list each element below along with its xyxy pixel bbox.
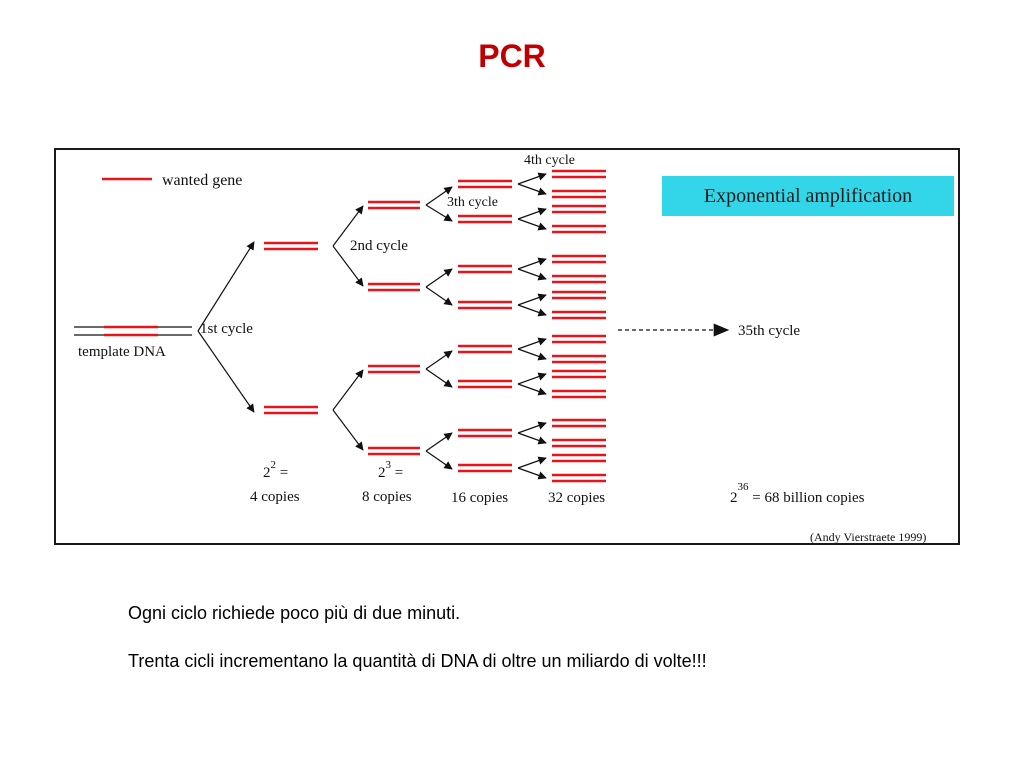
copies-4-label: 4 copies bbox=[250, 489, 300, 505]
copies-32-label: 32 copies bbox=[548, 490, 605, 506]
copies-4: 22 = 4 copies bbox=[250, 459, 300, 505]
copies-8-label: 8 copies bbox=[362, 489, 412, 505]
copies-4-exp: 2 bbox=[271, 459, 277, 471]
cycle-2-arrows bbox=[332, 205, 364, 451]
copies-8-base: 2 bbox=[378, 465, 386, 481]
gen-3-strands bbox=[458, 179, 512, 473]
credit: (Andy Vierstraete 1999) bbox=[810, 530, 926, 543]
pcr-diagram: wanted gene template DNA 1st cycle bbox=[54, 148, 960, 545]
gen-4-strands bbox=[552, 169, 606, 483]
svg-text:22 =: 22 = bbox=[263, 459, 288, 481]
copies-final-exp: 36 bbox=[738, 481, 750, 493]
legend-wanted-gene: wanted gene bbox=[102, 172, 242, 189]
svg-text:23 =: 23 = bbox=[378, 459, 403, 481]
cycle-3-arrows bbox=[425, 186, 453, 470]
caption-amplification: Trenta cicli incrementano la quantità di… bbox=[128, 651, 707, 671]
copies-8: 23 = 8 copies bbox=[362, 459, 412, 505]
svg-text:236 = 68 billion copies: 236 = 68 billion copies bbox=[730, 481, 865, 506]
copies-8-exp: 3 bbox=[386, 459, 392, 471]
cycle-4-arrows bbox=[517, 172, 547, 480]
label-1st-cycle: 1st cycle bbox=[200, 321, 253, 337]
label-35th-cycle: 35th cycle bbox=[738, 323, 800, 339]
template-dna-label: template DNA bbox=[78, 344, 166, 360]
label-4th-cycle: 4th cycle bbox=[524, 153, 575, 168]
gen-1-strands bbox=[264, 241, 318, 415]
label-2nd-cycle: 2nd cycle bbox=[350, 238, 408, 254]
copies-4-eq: = bbox=[276, 465, 288, 481]
copies-8-eq: = bbox=[391, 465, 403, 481]
template-dna: template DNA bbox=[74, 325, 192, 360]
caption-cycle-duration: Ogni ciclo richiede poco più di due minu… bbox=[128, 603, 461, 623]
legend-label: wanted gene bbox=[162, 172, 242, 189]
label-3th-cycle: 3th cycle bbox=[447, 195, 498, 210]
exponential-amplification-badge: Exponential amplification bbox=[662, 176, 954, 216]
copies-16-label: 16 copies bbox=[451, 490, 508, 506]
gen-2-strands bbox=[368, 200, 420, 456]
slide-title: PCR bbox=[478, 38, 546, 74]
cycle-1-arrows bbox=[197, 241, 255, 413]
copies-final-base: 2 bbox=[730, 490, 738, 506]
copies-4-base: 2 bbox=[263, 465, 271, 481]
pcr-amplification-svg: wanted gene template DNA 1st cycle bbox=[74, 153, 926, 543]
copies-final-rest: = 68 billion copies bbox=[749, 490, 865, 506]
copies-final: 236 = 68 billion copies bbox=[730, 481, 865, 506]
